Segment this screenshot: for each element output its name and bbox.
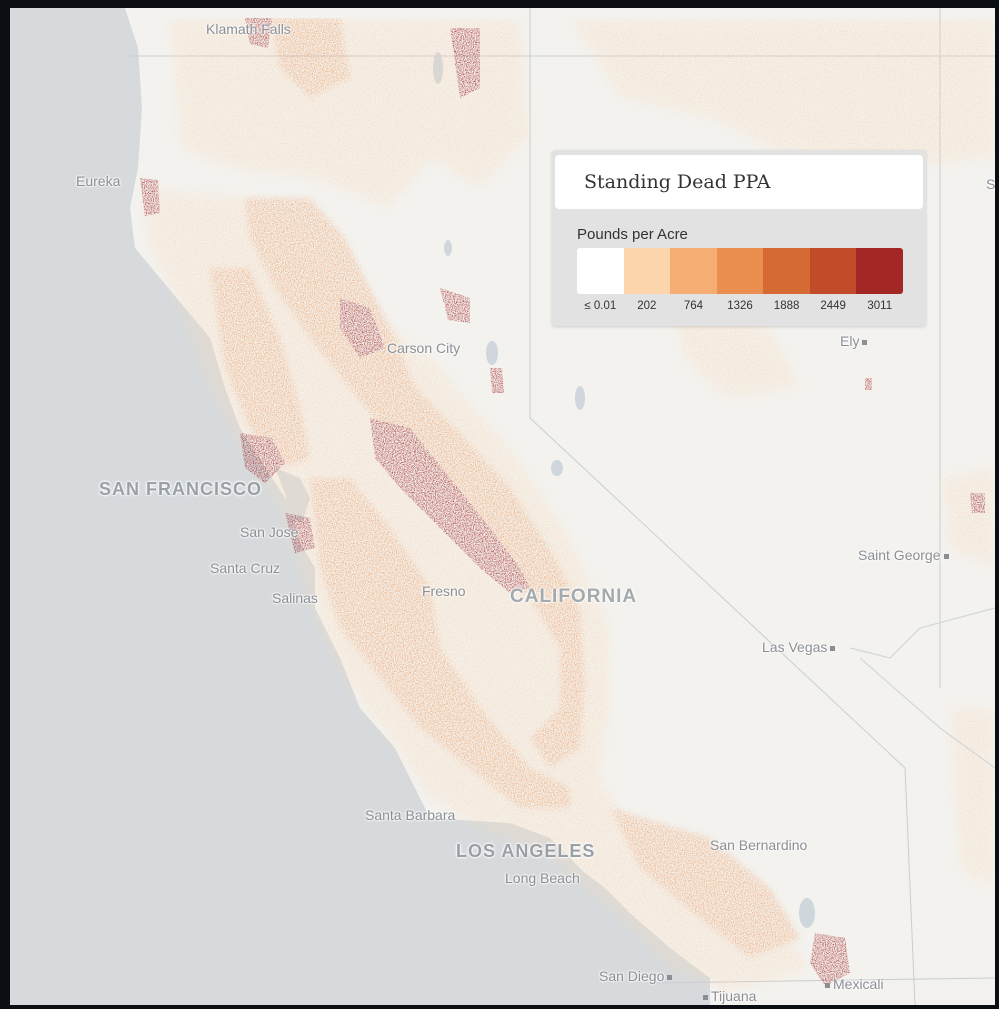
label-tijuana: Tijuana <box>700 988 756 1004</box>
legend-swatch <box>670 248 717 294</box>
highways <box>849 607 995 769</box>
pacific-ocean <box>10 8 710 1005</box>
label-san-bernardino: San Bernardino <box>710 837 808 853</box>
legend-swatch <box>623 248 671 294</box>
legend-tick-label: 202 <box>637 300 657 312</box>
label-long-beach: Long Beach <box>505 870 580 886</box>
label-santa-cruz: Santa Cruz <box>210 560 281 576</box>
map-legend: Standing Dead PPA Pounds per Acre ≤ 0.01… <box>552 150 926 326</box>
biomass-light <box>140 18 995 993</box>
label-mexicali: Mexicali <box>822 976 884 992</box>
walker-lake <box>551 460 563 476</box>
legend-tick-label: 2449 <box>820 300 846 312</box>
biomass-high <box>140 18 985 986</box>
label-fresno: Fresno <box>422 583 466 599</box>
label-klamath-falls: Klamath Falls <box>206 21 291 37</box>
legend-swatch <box>716 248 764 294</box>
label-eureka: Eureka <box>76 173 121 189</box>
legend-tick-label: 1888 <box>773 300 800 312</box>
salton-sea <box>799 898 815 928</box>
legend-tick-label: 764 <box>683 300 704 312</box>
legend-tick-label: ≤ 0.01 <box>584 300 617 312</box>
legend-subtitle: Pounds per Acre <box>577 226 688 243</box>
legend-swatch <box>856 248 903 294</box>
label-san-jose: San Jose <box>240 524 299 540</box>
label-salinas: Salinas <box>272 590 318 606</box>
map-viewport[interactable]: Klamath Falls Eureka Carson City Ely SAN… <box>10 8 995 1005</box>
legend-tick-label: 3011 <box>867 300 893 312</box>
lake-shasta <box>444 240 452 256</box>
label-las-vegas: Las Vegas <box>762 639 838 655</box>
label-santa-barbara: Santa Barbara <box>365 807 456 823</box>
label-carson-city: Carson City <box>387 340 461 356</box>
label-san-diego: San Diego <box>599 968 675 984</box>
label-los-angeles: LOS ANGELES <box>456 841 596 861</box>
legend-tick-labels: ≤ 0.01 202 764 1326 1888 2449 3011 <box>577 300 903 312</box>
label-edge: S <box>986 176 995 192</box>
legend-swatch <box>577 248 624 294</box>
label-ely: Ely <box>840 333 870 349</box>
lake-tahoe <box>486 341 498 365</box>
standing-dead-layer <box>140 18 995 993</box>
legend-swatch <box>763 248 810 294</box>
label-california: CALIFORNIA <box>510 586 638 607</box>
label-san-francisco: SAN FRANCISCO <box>99 479 263 499</box>
legend-color-ramp <box>577 248 903 294</box>
label-saint-george: Saint George <box>858 547 952 563</box>
pyramid-lake <box>575 386 585 410</box>
legend-title: Standing Dead PPA <box>555 155 923 209</box>
legend-tick-label: 1326 <box>727 300 753 312</box>
biomass-medium <box>210 18 800 958</box>
legend-swatch <box>809 248 857 294</box>
